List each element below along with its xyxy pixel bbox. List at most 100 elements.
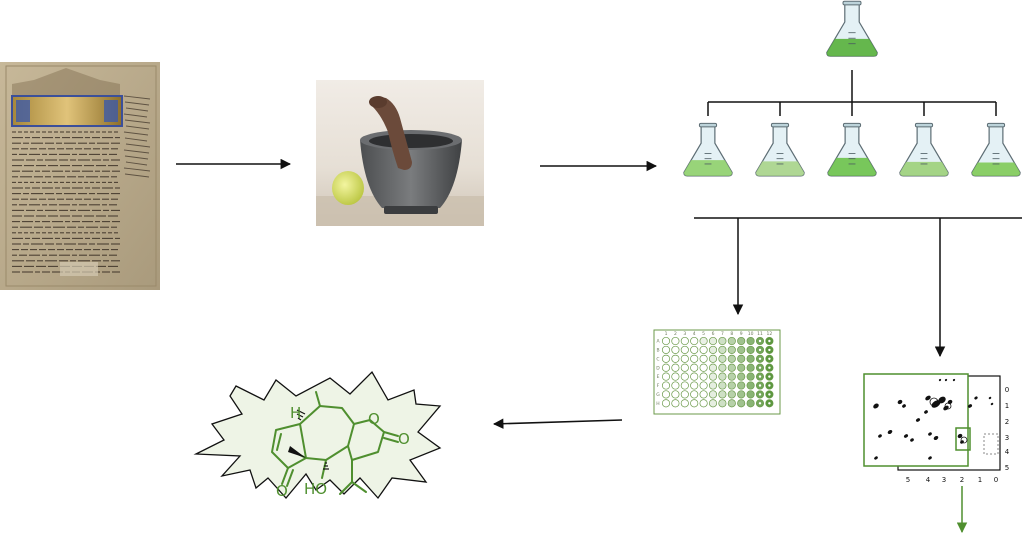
plate-column-label: 7 [721, 331, 724, 337]
plate-well [699, 336, 708, 346]
margin-note-stroke [123, 95, 151, 100]
plate-well [708, 354, 718, 363]
plate-well [699, 354, 708, 363]
margin-note-stroke [124, 173, 150, 178]
margin-note-stroke [124, 119, 151, 124]
plate-column-label: 6 [712, 331, 715, 337]
plate-well-highlight [758, 357, 762, 360]
plate-row-label: F [657, 383, 660, 389]
flask-liquid [971, 162, 1021, 176]
flask [683, 122, 733, 177]
nmr-y-tick-label: 2 [1005, 418, 1009, 426]
pestle [371, 97, 412, 170]
plate-well [737, 336, 746, 346]
plate-well [690, 390, 699, 399]
plate-well-highlight [768, 384, 771, 387]
plate-well [671, 354, 680, 363]
nmr-peak [967, 404, 973, 408]
plate-well [718, 354, 727, 363]
plate-well [737, 354, 746, 363]
nmr-peak [874, 456, 878, 460]
plate-well-highlight [758, 375, 762, 378]
nmr-peak [925, 395, 931, 401]
plate-column-label: 10 [748, 331, 754, 337]
molecule-label-hydrogen: H [290, 404, 301, 422]
nmr-x-tick-label: 0 [994, 476, 998, 484]
plate-well [746, 399, 755, 408]
plate-well [718, 372, 727, 381]
plate-well [746, 381, 755, 390]
starburst-shape [193, 370, 442, 500]
lime-fruit [332, 171, 364, 205]
plate-well [680, 354, 689, 363]
nmr-peak [974, 396, 978, 400]
plate-well [737, 372, 746, 381]
margin-note-stroke [124, 137, 148, 142]
plate-well [661, 399, 671, 408]
plate-well [690, 354, 699, 363]
plate-well [690, 363, 699, 372]
plate-well-highlight [768, 402, 771, 405]
plate-well [737, 399, 746, 408]
nmr-y-tick-label: 5 [1005, 464, 1009, 472]
plate-row-label: B [656, 348, 659, 354]
plate-well [699, 381, 708, 390]
plate-well-highlight [768, 375, 771, 378]
nmr-peak-outline [960, 436, 968, 444]
plate-well [671, 399, 680, 408]
nmr-peak [952, 378, 956, 382]
mortar-pestle-photo [316, 80, 484, 226]
plate-well [680, 345, 689, 354]
margin-note-stroke [125, 143, 151, 148]
extract-flask [826, 0, 878, 57]
plate-well [727, 399, 736, 408]
plate-well [746, 390, 755, 399]
nmr-peak [933, 435, 939, 441]
hashed-bond [296, 409, 306, 421]
nmr-x-tick-label: 5 [906, 476, 910, 484]
fraction-flasks [683, 122, 1021, 177]
flask [971, 122, 1021, 177]
nmr-x-tick-label: 3 [942, 476, 946, 484]
plate-row-label: A [656, 339, 660, 345]
plate-column-label: 1 [665, 331, 668, 337]
plate-well [699, 345, 708, 354]
plate-column-label: 9 [740, 331, 743, 337]
margin-note-stroke [124, 101, 150, 106]
plate-well-highlight [768, 339, 771, 343]
plate-well [671, 381, 680, 390]
plate-well [718, 390, 727, 399]
plate-well-highlight [758, 402, 762, 405]
flask-liquid [683, 160, 733, 176]
plate-well [690, 399, 699, 408]
flask-liquid [826, 38, 878, 57]
plate-row-label: G [656, 392, 660, 398]
nmr-peak [990, 402, 994, 406]
flask [755, 122, 805, 177]
nmr-peak [910, 438, 914, 442]
plate-row-label: C [656, 356, 659, 362]
plate-well [727, 345, 736, 354]
flask-liquid [899, 161, 949, 176]
plate-well [699, 390, 708, 399]
plate-well [718, 345, 727, 354]
plate-well-highlight [768, 357, 771, 360]
nmr-peak [903, 434, 909, 438]
plate-well [680, 336, 689, 346]
molecule-label-ketone-oxygen: O [276, 482, 288, 500]
flask [826, 0, 878, 57]
plate-well-highlight [758, 384, 762, 387]
flask [827, 122, 877, 177]
margin-note-stroke [123, 131, 149, 136]
plate-well [690, 336, 699, 346]
plate-well [746, 363, 755, 372]
plate-well [661, 354, 671, 363]
plate-well [671, 372, 680, 381]
nmr-peak [944, 378, 948, 382]
plate-well [708, 381, 718, 390]
nmr-highlight-box [955, 427, 971, 451]
